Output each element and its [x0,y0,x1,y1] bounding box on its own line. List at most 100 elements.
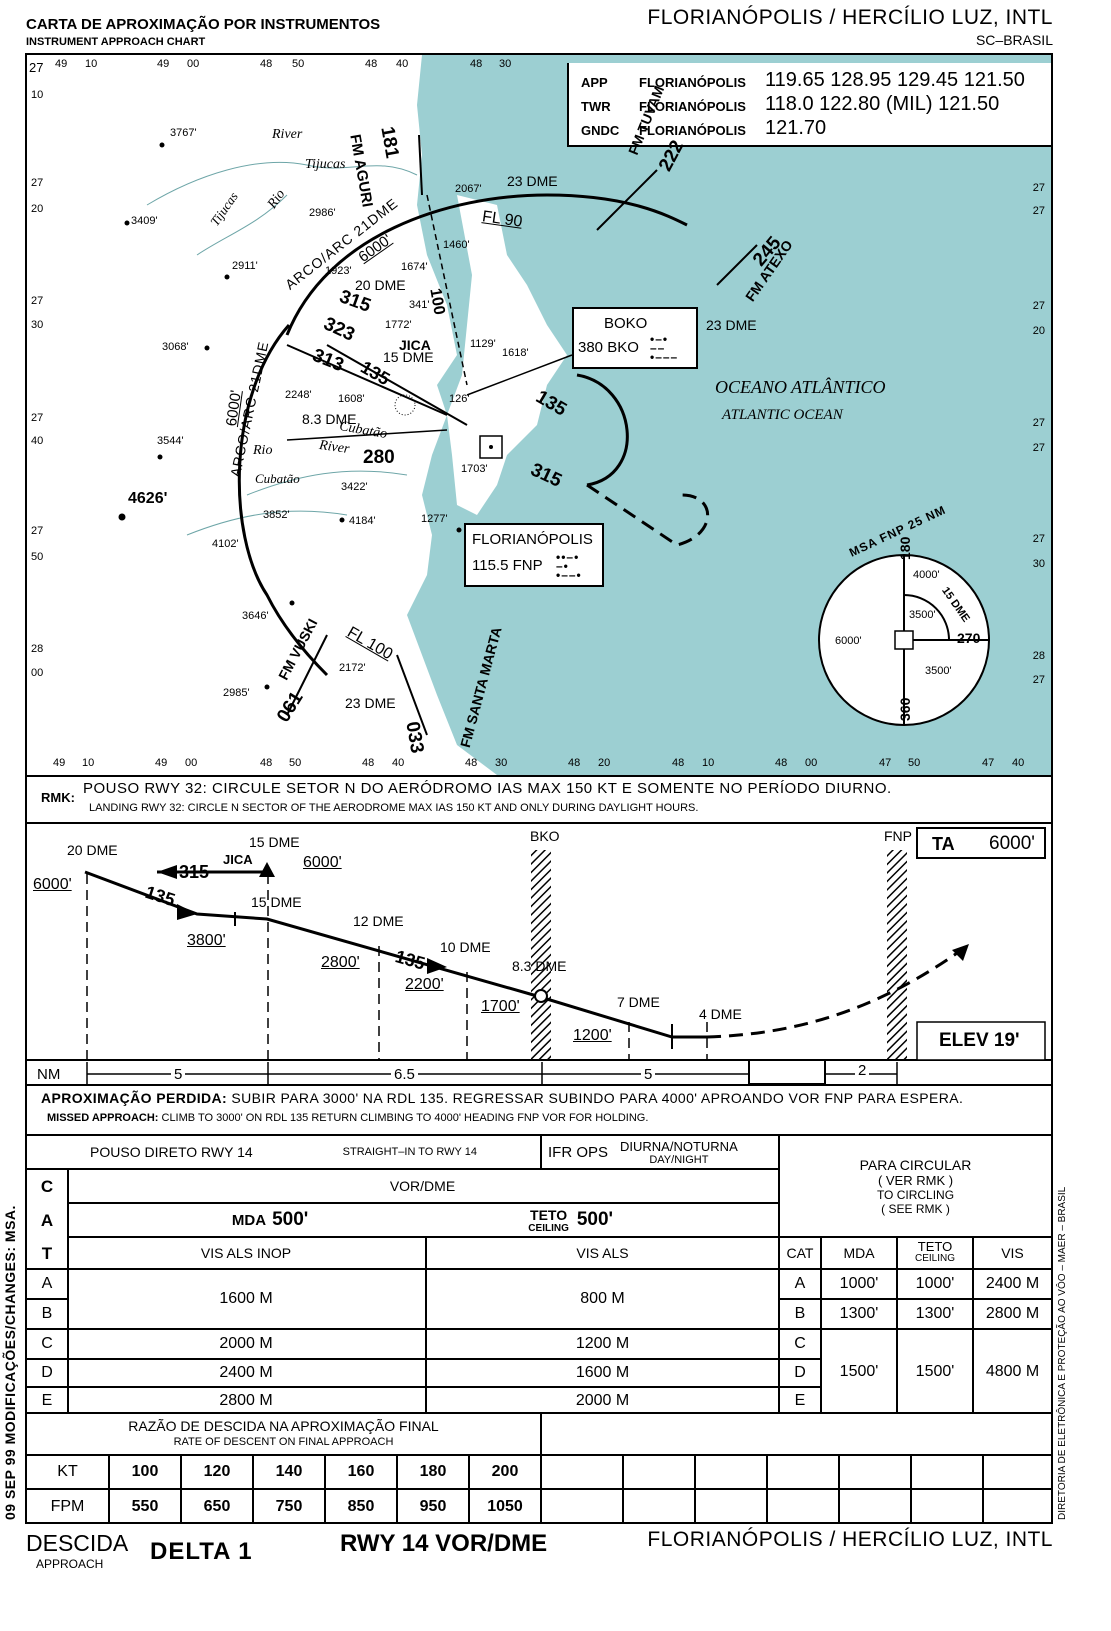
dme-label: 8.3 DME [302,411,357,427]
tick-top: 49 [157,58,170,70]
tick-top: 48 [260,58,273,70]
radial-222 [596,169,658,231]
descent-header: RAZÃO DE DESCIDA NA APROXIMAÇÃO FINAL RA… [27,1414,542,1456]
fpm-value: 1050 [470,1490,542,1524]
profile-dme: 12 DME [353,913,404,929]
cat-letter: A [40,1211,54,1230]
fpm-value: 850 [326,1490,398,1524]
lat-left: 20 [31,203,44,215]
msa-radial: 270 [957,630,981,646]
inop-c: 2000 M [67,1330,427,1360]
profile-alt: 3800' [187,932,226,949]
straight-in-header: POUSO DIRETO RWY 14 STRAIGHT–IN TO RWY 1… [27,1136,542,1170]
river-label: Tijucas [305,157,346,172]
fpm-value: 650 [182,1490,254,1524]
river-label: River [272,127,303,142]
ta-label: TA [932,834,955,854]
circ-ceiling: CEILING [914,1253,955,1264]
tick-bottom: 48 [775,757,788,769]
boko-name: BOKO [604,315,648,332]
profile-dme: 20 DME [67,842,118,858]
fpm-value: 550 [110,1490,182,1524]
boko-morse-icon: •–•––•––– [650,332,679,364]
circ-cat: A [780,1270,822,1300]
corner-lat: 27 [29,60,44,75]
missed-text-pt: SUBIR PARA 3000' NA RDL 135. REGRESSAR S… [231,1090,964,1106]
dme-label: 15 DME [383,349,434,365]
lat-left: 40 [31,435,44,447]
tick-bottom: 10 [702,757,715,769]
radial-100 [426,194,468,386]
elevation-dots [118,142,462,690]
tick-bottom: 48 [465,757,478,769]
circ-title: ( SEE RMK ) [881,1201,950,1216]
profile-dme: 10 DME [440,939,491,955]
circ-title: ( VER RMK ) [877,1172,954,1188]
cat-row-label: C [27,1330,67,1360]
tick-bottom: 48 [362,757,375,769]
profile-dme: 4 DME [699,1006,742,1022]
lat-left: 27 [31,295,44,307]
elevation: 2172' [339,662,366,674]
lat-left: 50 [31,551,44,563]
als-e: 2000 M [427,1388,780,1414]
elevation: 1608' [338,393,365,405]
profile-alt: 6000' [33,876,72,893]
ifr-ops: IFR OPS [548,1143,609,1161]
profile-bko: BKO [530,828,560,844]
inop-d: 2400 M [67,1360,427,1388]
straight-in-en: STRAIGHT–IN TO RWY 14 [342,1146,477,1158]
boko-freq: 380 BKO [578,339,639,356]
lat-right: 27 [1032,417,1045,429]
plan-view-map [118,55,1051,775]
comm-name: FLORIANÓPOLIS [639,99,746,114]
kt-value: 100 [110,1456,182,1490]
tick-bottom: 50 [908,757,921,769]
side-authority: DIRETORIA DE ELETRÔNICA E PROTEÇÃO AO VÔ… [1057,1186,1068,1520]
elevation: 4626' [128,490,168,507]
als-d: 1600 M [427,1360,780,1388]
profile-alt: 2800' [321,954,360,971]
lat-right: 28 [1032,650,1045,662]
descent-table: RAZÃO DE DESCIDA NA APROXIMAÇÃO FINAL RA… [25,1412,1053,1524]
intermediate-track [286,344,448,416]
elevation: 126' [449,393,470,405]
circ-title: PARA CIRCULAR [859,1156,972,1173]
boko-line [466,354,573,396]
rmk-box: RMK: POUSO RWY 32: CIRCULE SETOR N DO AE… [25,776,1053,824]
tick-bottom: 50 [289,757,302,769]
ta-value: 6000' [989,833,1035,854]
cat-row-label: B [27,1300,67,1330]
circ-cat: C [780,1330,822,1360]
comm-svc: TWR [581,99,611,114]
circ-vis: 4800 M [985,1363,1040,1380]
lat-right: 27 [1032,442,1045,454]
kt-value: 200 [470,1456,542,1490]
distance-label: 6.5 [391,1066,418,1083]
circ-mda: 1000' [822,1270,898,1300]
als-ab: 800 M [427,1270,780,1330]
tick-bottom: 10 [82,757,95,769]
missed-label-en: MISSED APPROACH: [47,1112,159,1124]
footer-runway: RWY 14 VOR/DME [340,1530,548,1557]
tick-top: 48 [470,58,483,70]
missed-approach-box: APROXIMAÇÃO PERDIDA: SUBIR PARA 3000' NA… [25,1084,1053,1136]
elevation: 3409' [131,215,158,227]
profile-fnp: FNP [884,828,912,844]
kt-value: 160 [326,1456,398,1490]
elevation: 2911' [232,260,258,272]
rmk-text-pt: POUSO RWY 32: CIRCULE SETOR N DO AERÓDRO… [83,780,892,797]
fnp-hatch-bar [887,850,907,1060]
tick-top: 49 [55,58,68,70]
elevation: 4184' [349,515,376,527]
elevation: 2248' [285,389,312,401]
tick-bottom: 47 [879,757,892,769]
profile-dme: 15 DME [249,834,300,850]
missed-label-pt: APROXIMAÇÃO PERDIDA: [41,1090,228,1106]
elevation: 341' [409,299,430,311]
mda-row: MDA 500' TETO CEILING 500' [67,1204,780,1238]
missed-text-en: CLIMB TO 3000' ON RDL 135 RETURN CLIMBIN… [161,1112,649,1124]
cat-letter: C [40,1177,54,1196]
profile-jica: JICA [223,852,253,867]
cat-letter: T [41,1244,53,1263]
